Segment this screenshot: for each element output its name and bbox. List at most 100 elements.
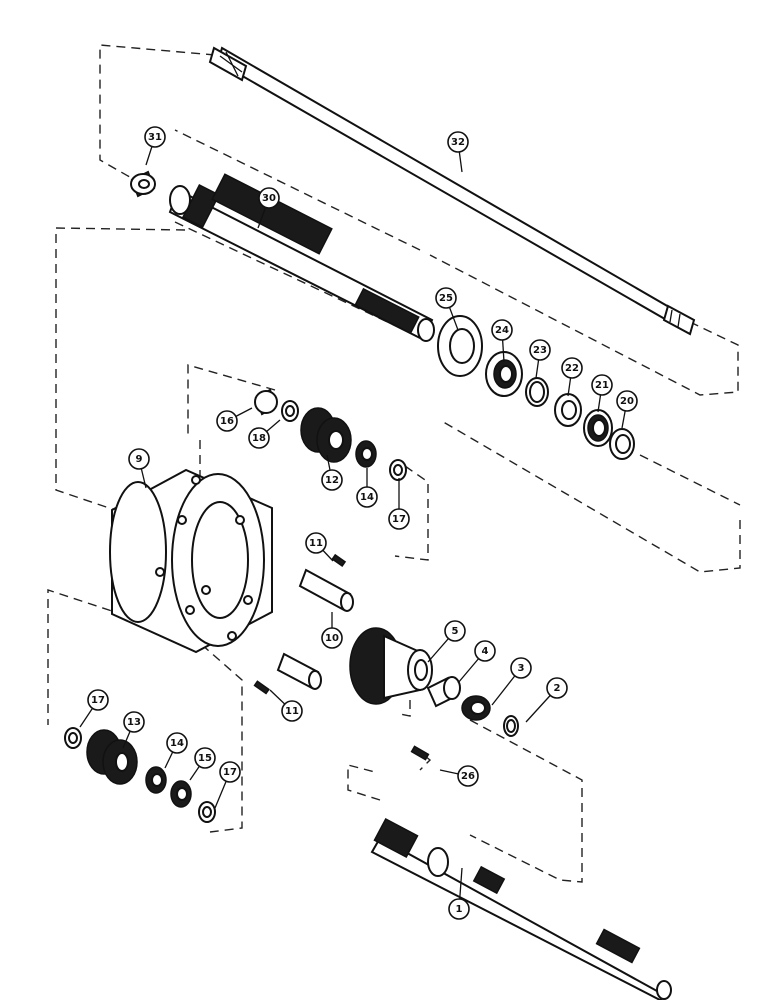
callout-number: 17 (91, 695, 105, 706)
part-15-needle-bearing (170, 780, 192, 808)
callout-26: 26 (439, 765, 479, 787)
callout-circle (546, 677, 568, 699)
part-24-ball-bearing (485, 351, 523, 397)
callout-circle (616, 390, 638, 412)
callout-number: 11 (309, 538, 323, 549)
part-31-bushing (130, 170, 156, 198)
callout-circle (356, 486, 378, 508)
callout-31: 31 (144, 126, 166, 166)
callout-circle (444, 620, 466, 642)
callout-circle (144, 126, 166, 148)
callout-circle (305, 532, 327, 554)
part-23-snap-ring (525, 377, 549, 407)
callout-3: 3 (491, 657, 532, 706)
callout-number: 24 (495, 325, 509, 336)
callout-number: 18 (252, 433, 266, 444)
callout-number: 25 (439, 293, 453, 304)
callout-circle (321, 469, 343, 491)
callout-number: 13 (127, 717, 141, 728)
callout-number: 9 (136, 454, 143, 465)
callout-number: 5 (452, 626, 459, 637)
callout-circle (435, 287, 457, 309)
part-11-roll-pin-lower (253, 680, 270, 695)
callout-number: 16 (220, 416, 234, 427)
callout-circle (219, 761, 241, 783)
callout-circle (123, 711, 145, 733)
part-9-carrier-housing (109, 468, 273, 654)
callout-number: 11 (285, 706, 299, 717)
callout-11: 11 (305, 532, 334, 562)
callout-circle (321, 627, 343, 649)
part-25-retainer-plate (437, 315, 483, 377)
callout-number: 17 (223, 767, 237, 778)
callout-number: 12 (325, 475, 339, 486)
callout-number: 17 (392, 514, 406, 525)
callout-9: 9 (128, 448, 150, 489)
callout-number: 30 (262, 193, 276, 204)
callout-32: 32 (447, 131, 469, 173)
callout-12: 12 (321, 454, 343, 491)
callout-circle (166, 732, 188, 754)
part-14-needle-bearing (355, 440, 377, 468)
callout-4: 4 (457, 640, 496, 684)
part-21-needle-bearing (583, 409, 613, 447)
callout-number: 14 (360, 492, 374, 503)
callout-circle (474, 640, 496, 662)
callout-13: 13 (122, 711, 145, 749)
part-17-washer-lower-right (198, 801, 216, 823)
callout-number: 3 (518, 663, 525, 674)
part-16-bushing (254, 388, 278, 416)
callout-number: 31 (148, 132, 162, 143)
callout-number: 21 (595, 380, 609, 391)
part-10-planet-shaft-lower (276, 652, 322, 690)
callout-circle (258, 187, 280, 209)
callout-22: 22 (561, 357, 583, 397)
callout-number: 10 (325, 633, 339, 644)
part-13-planet-gear (86, 729, 138, 785)
callout-number: 15 (198, 753, 212, 764)
callout-14: 14 (164, 732, 188, 769)
part-26-plug (410, 745, 430, 761)
callout-circle (561, 357, 583, 379)
part-18-washer (281, 400, 299, 422)
part-17-washer (389, 459, 407, 481)
callout-circle (529, 339, 551, 361)
callout-circle (281, 700, 303, 722)
part-2-ring (503, 715, 519, 737)
part-17-washer-lower-left (64, 727, 82, 749)
callout-number: 4 (482, 646, 489, 657)
callout-10: 10 (321, 612, 343, 649)
part-32-long-shaft (208, 46, 696, 336)
part-5-sun-gear (349, 627, 433, 705)
callout-circle (216, 410, 238, 432)
callout-circle (457, 765, 479, 787)
part-14-needle-bearing-lower (145, 766, 167, 794)
callout-5: 5 (427, 620, 466, 663)
callout-24: 24 (491, 319, 513, 363)
callout-15: 15 (189, 747, 216, 781)
part-20-washer (609, 428, 635, 460)
callout-17: 17 (214, 761, 241, 809)
callout-number: 2 (554, 683, 561, 694)
callout-14: 14 (356, 468, 378, 508)
part-3-spring (461, 695, 491, 721)
part-1-input-shaft (370, 817, 672, 1000)
callout-17: 17 (388, 478, 410, 530)
callout-20: 20 (616, 390, 638, 429)
callout-circle (447, 131, 469, 153)
callout-number: 32 (451, 137, 465, 148)
callout-30: 30 (257, 187, 280, 229)
callout-number: 22 (565, 363, 579, 374)
callout-circle (491, 319, 513, 341)
callout-circle (388, 508, 410, 530)
callout-21: 21 (591, 374, 613, 413)
part-12-gear (300, 407, 352, 463)
callout-number: 23 (533, 345, 547, 356)
callout-circle (510, 657, 532, 679)
callout-circle (248, 427, 270, 449)
part-4-bushing (426, 676, 461, 708)
callout-1: 1 (448, 867, 470, 920)
callout-number: 1 (456, 904, 463, 915)
callout-25: 25 (435, 287, 459, 331)
